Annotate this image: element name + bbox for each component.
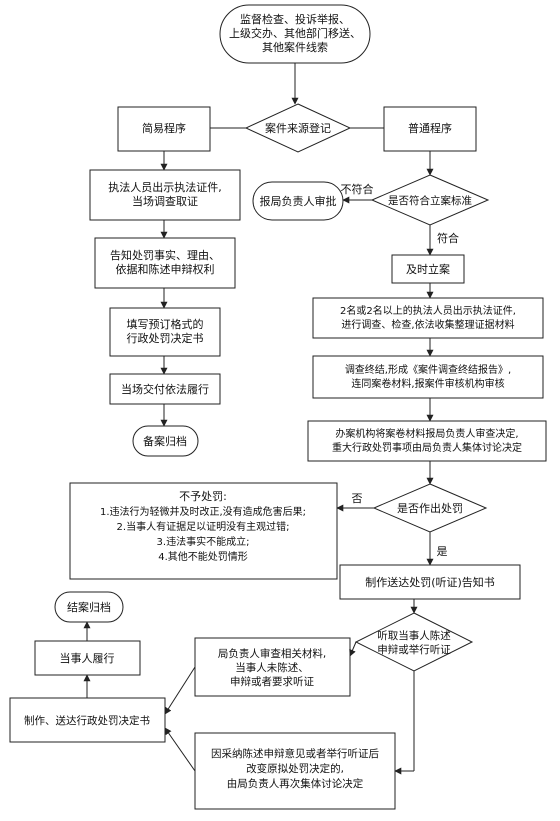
conclude-line1: 调查终结,形成《案件调查终结报告》, — [345, 363, 511, 376]
simple-step3-box — [109, 307, 221, 357]
simple-step1-box — [89, 169, 241, 221]
simple-step1-line1: 执法人员出示执法证件, — [108, 180, 222, 194]
hearing-line2: 申辩或举行听证 — [377, 643, 451, 656]
review-box — [307, 420, 547, 462]
changed-penalty-line3: 由局负责人再次集体讨论决定 — [227, 777, 364, 790]
investigate-line2: 进行调查、检查,依法收集整理证据材料 — [341, 318, 514, 331]
notice-box — [339, 564, 521, 600]
no-statement-line1: 局负责人审查相关材料, — [218, 647, 326, 660]
simple-step1-line2: 当场调查取证 — [132, 194, 198, 208]
start-line-1: 监督检查、投诉举报、 — [240, 12, 350, 26]
changed-penalty-line1: 因采纳陈述申辩意见或者举行听证后 — [211, 747, 379, 760]
normal-procedure-box — [383, 106, 477, 152]
not-compliant-label: 不符合 — [341, 182, 374, 196]
case-source-label: 案件来源登记 — [265, 121, 331, 135]
investigate-line1: 2名或2名以上的执法人员出示执法证件, — [340, 304, 516, 317]
no-statement-line2: 当事人未陈述、 — [235, 661, 309, 674]
no-penalty-title: 不予处罚: — [179, 490, 227, 503]
edge-changed-to-issue — [164, 727, 196, 772]
notice-label: 制作送达处罚(听证)告知书 — [365, 575, 495, 589]
simple-step2-line2: 依据和陈述申辩权利 — [116, 262, 215, 276]
review-line1: 办案机构将案卷材料报局负责人审查决定, — [335, 427, 518, 440]
no-statement-box — [194, 637, 351, 697]
simple-end-label: 备案归档 — [143, 434, 187, 448]
no-penalty-item-3: 3.违法事实不能成立; — [157, 535, 250, 548]
close-case-label: 结案归档 — [67, 600, 111, 614]
simple-procedure-title: 简易程序 — [142, 121, 186, 135]
simple-step2-line1: 告知处罚事实、理由、 — [110, 248, 220, 262]
normal-procedure-title: 普通程序 — [408, 121, 452, 135]
no-penalty-item-4: 4.其他不能处罚情形 — [158, 550, 248, 563]
changed-penalty-line2: 改变原拟处罚决定的, — [246, 762, 344, 775]
edge-nostatement-to-issue — [164, 666, 196, 715]
start-line-3: 其他案件线索 — [262, 40, 328, 54]
start-line-2: 上级交办、其他部门移送、 — [229, 26, 361, 40]
review-line2: 重大行政处罚事项由局负责人集体讨论决定 — [332, 441, 522, 454]
filing-decision-label: 是否符合立案标准 — [388, 194, 472, 207]
file-case-label: 及时立案 — [406, 262, 450, 276]
investigate-box — [312, 297, 544, 339]
simple-step4-label: 当场交付依法履行 — [121, 382, 209, 396]
hearing-decision — [354, 612, 474, 672]
party-performs-label: 当事人履行 — [60, 651, 115, 665]
file-case-box — [391, 254, 465, 284]
no-penalty-box — [69, 482, 338, 580]
yes-label: 是 — [437, 545, 448, 558]
no-penalty-item-1: 1.违法行为轻微并及时改正,没有造成危害后果; — [100, 505, 306, 518]
edge-hearing-to-nostatement — [349, 641, 357, 657]
case-source-decision — [244, 103, 352, 153]
hearing-line1: 听取当事人陈述 — [377, 629, 451, 642]
simple-procedure-box — [117, 106, 211, 152]
no-statement-line3: 申辩或者要求听证 — [230, 675, 314, 688]
simple-step4-box — [109, 373, 221, 405]
issue-decision-box — [9, 697, 166, 743]
no-penalty-item-2: 2.当事人有证据足以证明没有主观过错; — [117, 520, 290, 533]
reject-label: 报局负责人审批 — [260, 194, 337, 208]
compliant-label: 符合 — [437, 231, 459, 245]
changed-penalty-box — [194, 732, 396, 810]
conclude-box — [312, 355, 544, 399]
penalty-decision-label: 是否作出处罚 — [397, 501, 463, 515]
no-label: 否 — [352, 492, 363, 505]
simple-step2-box — [94, 237, 236, 289]
simple-step3-line2: 行政处罚决定书 — [127, 331, 204, 345]
simple-step3-line1: 填写预订格式的 — [127, 317, 204, 331]
party-performs-box — [34, 640, 141, 676]
issue-decision-label: 制作、送达行政处罚决定书 — [24, 714, 150, 727]
conclude-line2: 连同案卷材料,报案件审核机构审核 — [351, 377, 504, 390]
